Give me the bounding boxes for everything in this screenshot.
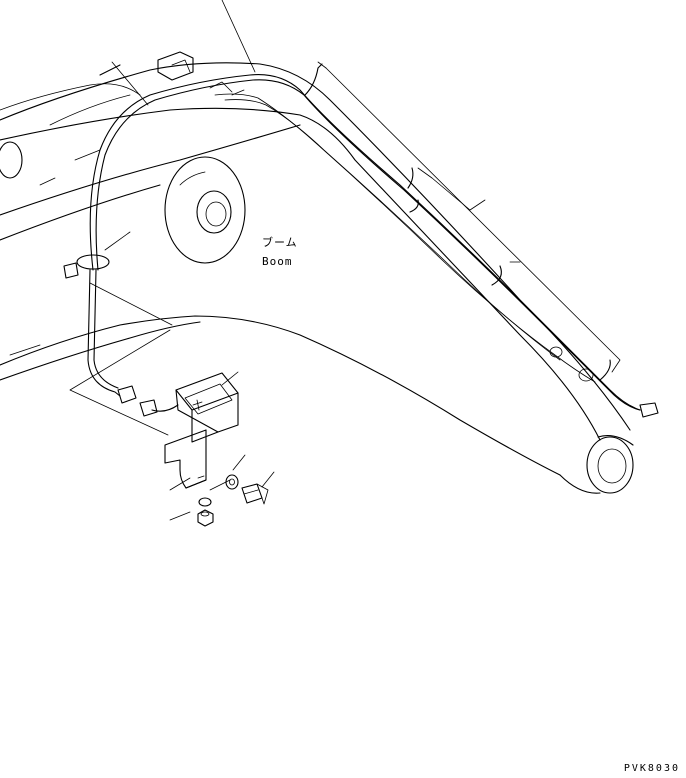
leader-lines bbox=[69, 0, 621, 521]
drawing-code: PVK8030 bbox=[623, 763, 680, 774]
connectors bbox=[63, 262, 158, 417]
boom-label-english: Boom bbox=[262, 255, 293, 268]
boom-lamp bbox=[175, 372, 239, 443]
boom-label-japanese: ブーム bbox=[262, 236, 298, 249]
wire-harness bbox=[76, 63, 659, 418]
fasteners bbox=[197, 474, 269, 527]
boom bbox=[0, 51, 634, 494]
lamp-bracket bbox=[164, 429, 207, 489]
